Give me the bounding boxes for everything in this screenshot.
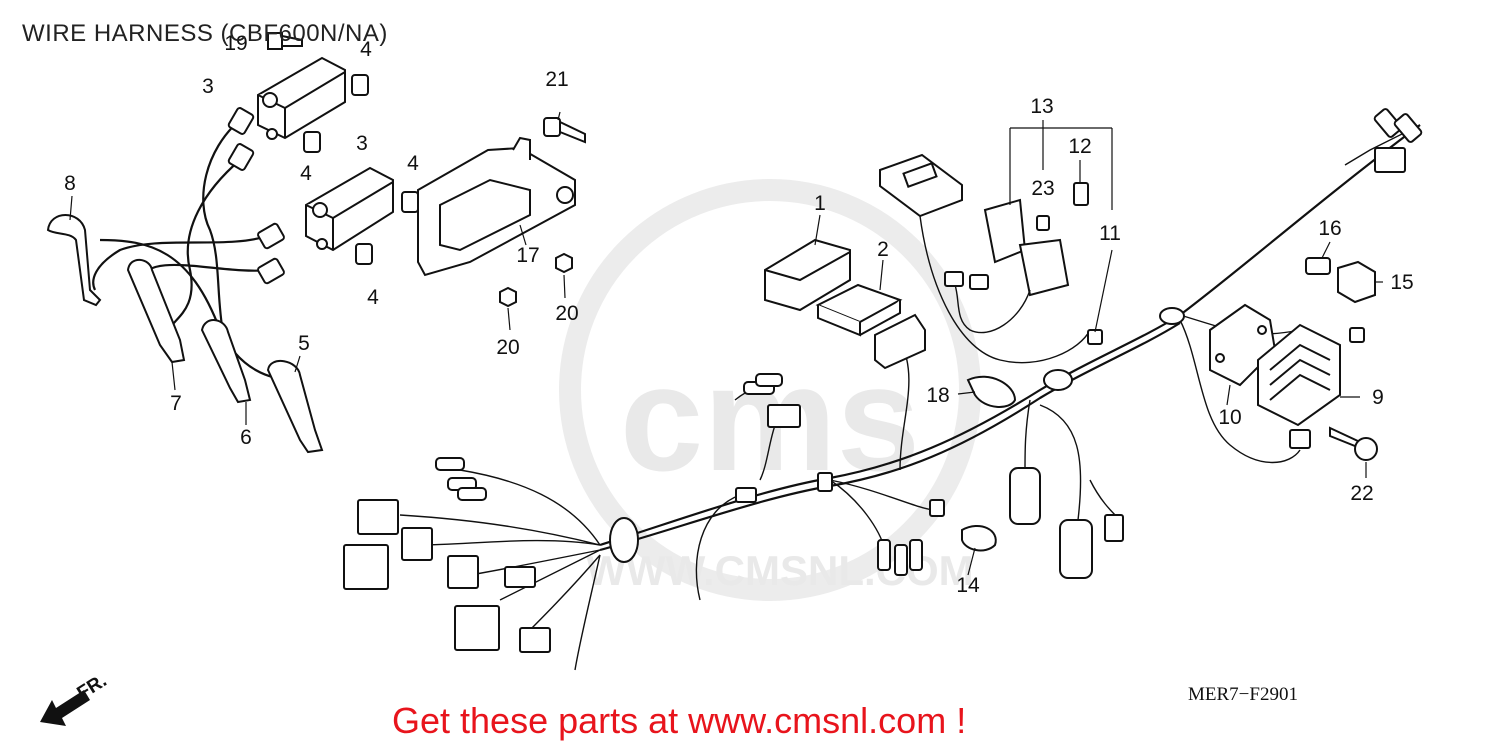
callout-5: 5 — [298, 332, 310, 355]
callout-10: 10 — [1218, 406, 1241, 429]
callout-6: 6 — [240, 426, 252, 449]
switch-parts — [961, 399, 1124, 579]
callout-2: 2 — [877, 238, 889, 261]
plug-cap-part-8 — [46, 214, 102, 307]
ignition-coil-upper — [257, 56, 346, 140]
callout-15: 15 — [1390, 271, 1413, 294]
callout-14: 14 — [956, 574, 980, 597]
spark-plug-leads — [92, 107, 296, 382]
connector-part-2 — [815, 283, 926, 370]
plug-cap-part-6 — [200, 319, 252, 404]
bolt-part-22 — [1329, 426, 1378, 461]
watermark-ring — [559, 179, 981, 601]
plug-cap-part-5 — [266, 360, 324, 454]
plug-cap-part-7 — [126, 258, 186, 364]
leader-lines — [69, 111, 1383, 576]
left-connector-bundle — [343, 457, 639, 671]
diagram-title: WIRE HARNESS (CBF600N/NA) — [22, 20, 388, 47]
bracket-part-17 — [417, 136, 576, 277]
callout-4b: 4 — [300, 162, 312, 185]
callout-1: 1 — [814, 192, 826, 215]
watermark: cms WWW.CMSNL.COM — [559, 179, 981, 601]
nut-part-20 — [499, 252, 573, 308]
callout-23: 23 — [1031, 177, 1054, 200]
arrow-left-down-icon — [40, 690, 90, 726]
callout-labels: 19 4 3 4 3 4 4 4 21 17 20 20 8 7 6 5 1 2… — [64, 32, 1414, 597]
drawing-code: MER7−F2901 — [1188, 684, 1298, 705]
bolt-part-21 — [543, 117, 586, 144]
callout-17: 17 — [516, 244, 539, 267]
clamp-part-18 — [966, 307, 1185, 408]
callout-3a: 3 — [202, 75, 214, 98]
callout-12: 12 — [1068, 135, 1091, 158]
callout-8: 8 — [64, 172, 76, 195]
central-branches — [695, 339, 945, 601]
callout-7: 7 — [170, 392, 182, 415]
screw-part-19 — [267, 32, 303, 50]
callout-4d: 4 — [367, 286, 379, 309]
callout-19a: 19 — [224, 32, 247, 55]
callout-20b: 20 — [555, 302, 578, 325]
callout-16: 16 — [1318, 217, 1341, 240]
callout-4a: 4 — [360, 38, 372, 61]
callout-20a: 20 — [496, 336, 519, 359]
relay-part-15 — [1337, 260, 1376, 304]
callout-13: 13 — [1030, 95, 1053, 118]
regulator-rectifier-part-9 — [1257, 323, 1365, 449]
callout-4c: 4 — [407, 152, 419, 175]
callout-18: 18 — [926, 384, 949, 407]
front-direction-marker: FR. — [40, 670, 111, 726]
callout-21: 21 — [545, 68, 568, 91]
callout-9: 9 — [1372, 386, 1384, 409]
promo-link[interactable]: Get these parts at www.cmsnl.com ! — [392, 700, 967, 741]
callout-11: 11 — [1099, 222, 1121, 245]
callout-3b: 3 — [356, 132, 368, 155]
clip-part-4 — [303, 74, 419, 265]
cap-part-16 — [1305, 257, 1331, 275]
ignition-coil-lower — [305, 166, 394, 252]
relay-box-part-1 — [764, 238, 851, 312]
meter-connector-assembly — [879, 153, 1103, 364]
callout-22: 22 — [1350, 482, 1373, 505]
top-right-connectors — [1373, 108, 1423, 173]
